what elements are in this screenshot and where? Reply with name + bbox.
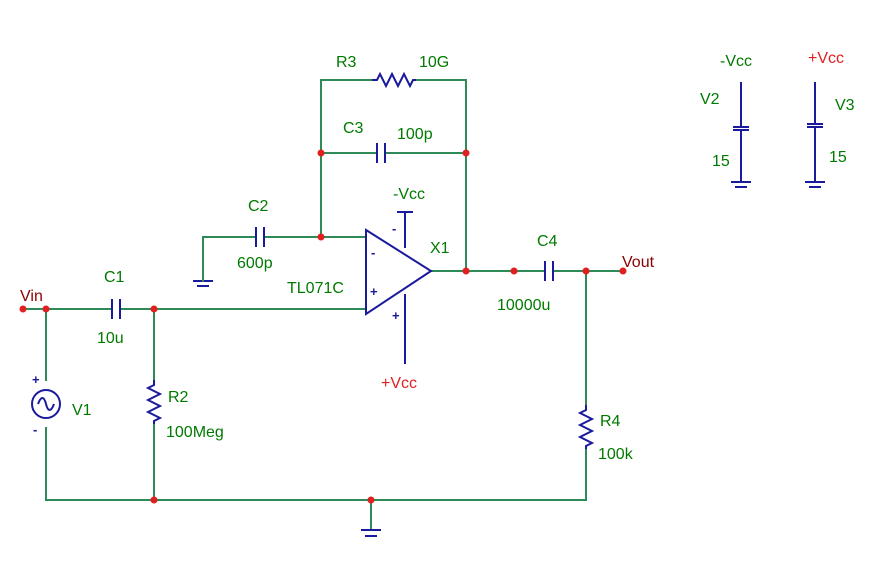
c2-capacitor[interactable] <box>255 227 265 247</box>
v1-minus-sign: - <box>33 422 37 437</box>
ground-symbol-c2 <box>193 269 213 287</box>
v1-ac-source[interactable] <box>31 389 61 419</box>
wire-c2-left <box>202 236 257 271</box>
ground-symbol-main <box>361 529 381 537</box>
c1-name-label: C1 <box>104 269 125 286</box>
node-vin-terminal[interactable] <box>19 305 27 313</box>
node-inverting <box>317 233 325 241</box>
opamp-inv-sign: - <box>371 245 375 260</box>
c2-name-label: C2 <box>248 198 269 215</box>
wires <box>22 79 624 531</box>
node-r3-c3-left <box>317 149 325 157</box>
node-vin-junction <box>42 305 50 313</box>
r2-name-label: R2 <box>168 389 189 406</box>
c4-capacitor[interactable] <box>544 261 554 281</box>
c4-value-label: 10000u <box>497 297 550 314</box>
wire-r3-right <box>415 79 467 154</box>
r4-name-label: R4 <box>600 413 621 430</box>
c2-value-label: 600p <box>237 255 273 272</box>
opamp-negsupply-sign: - <box>392 221 396 236</box>
r3-value-label: 10G <box>419 54 449 71</box>
v1-plus-sign: + <box>32 372 40 387</box>
c1-value-label: 10u <box>97 330 124 347</box>
node-vout-terminal[interactable] <box>619 267 627 275</box>
v3-battery[interactable] <box>805 82 825 188</box>
opamp-possupply-sign: + <box>392 308 400 323</box>
vout-net-label: Vout <box>622 254 655 271</box>
opamp-possupply-label: +Vcc <box>381 375 417 392</box>
node-r3-c3-right <box>462 149 470 157</box>
node-dots <box>19 149 627 504</box>
v2-value-label: 15 <box>712 153 730 170</box>
node-opamp-out <box>462 267 470 275</box>
node-c4-r4 <box>582 267 590 275</box>
node-ground-r2 <box>150 496 158 504</box>
node-c1-r2 <box>150 305 158 313</box>
v3-net-label: +Vcc <box>808 50 844 67</box>
r2-resistor[interactable] <box>145 380 163 424</box>
v2-battery[interactable] <box>731 82 751 188</box>
opamp-x1[interactable] <box>365 211 433 364</box>
c3-name-label: C3 <box>343 120 364 137</box>
c3-value-label: 100p <box>397 126 433 143</box>
r3-resistor[interactable] <box>372 71 416 89</box>
r4-resistor[interactable] <box>577 405 595 449</box>
node-c4-left <box>510 267 518 275</box>
v3-name-label: V3 <box>835 97 855 114</box>
vin-net-label: Vin <box>20 288 43 305</box>
node-ground-main <box>367 496 375 504</box>
c3-capacitor[interactable] <box>376 143 386 163</box>
r4-value-label: 100k <box>598 446 634 463</box>
opamp-noninv-sign: + <box>370 284 378 299</box>
x1-part-label: TL071C <box>287 280 344 297</box>
r2-value-label: 100Meg <box>166 424 224 441</box>
v2-net-label: -Vcc <box>720 53 752 70</box>
opamp-negsupply-label: -Vcc <box>393 186 425 203</box>
v2-name-label: V2 <box>700 91 720 108</box>
c1-capacitor[interactable] <box>111 299 121 319</box>
v3-value-label: 15 <box>829 149 847 166</box>
wire-r3-loop <box>320 79 373 154</box>
r3-name-label: R3 <box>336 54 357 71</box>
x1-name-label: X1 <box>430 240 450 257</box>
v1-name-label: V1 <box>72 402 92 419</box>
c4-name-label: C4 <box>537 233 558 250</box>
